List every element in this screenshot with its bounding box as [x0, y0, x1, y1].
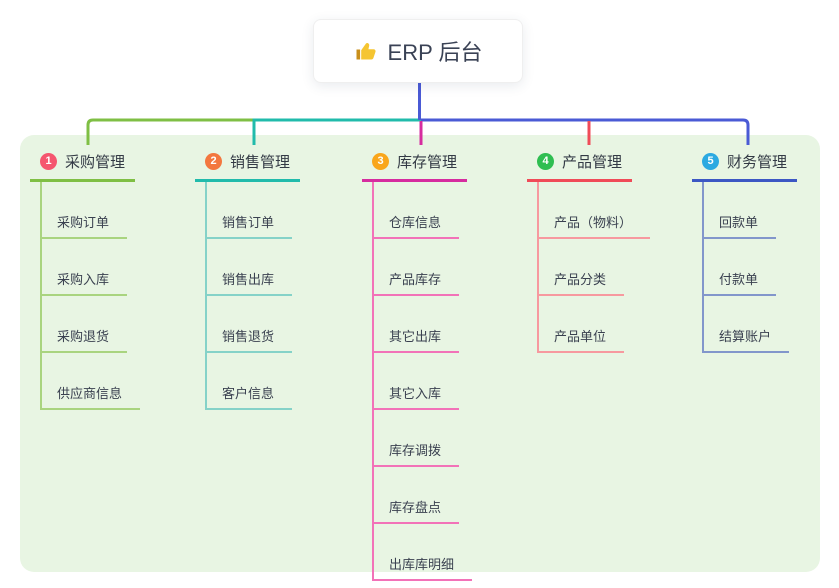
mindmap-background-panel	[20, 135, 820, 572]
branch-children: 产品（物料）产品分类产品单位	[537, 182, 651, 353]
branch-children: 仓库信息产品库存其它出库其它入库库存调拨库存盘点出库库明细	[372, 182, 473, 581]
child-node[interactable]: 供应商信息	[42, 353, 141, 410]
branch-label: 产品管理	[562, 154, 623, 171]
branch-1: 1 采购管理 采购订单采购入库采购退货供应商信息	[30, 145, 141, 410]
branch-number-badge: 2	[205, 153, 222, 170]
branch-children: 销售订单销售出库销售退货客户信息	[205, 182, 300, 410]
branch-header[interactable]: 4 产品管理	[527, 145, 633, 182]
child-node[interactable]: 产品单位	[539, 296, 625, 353]
child-node[interactable]: 销售出库	[207, 239, 293, 296]
child-node[interactable]: 销售订单	[207, 182, 293, 239]
child-node[interactable]: 产品分类	[539, 239, 625, 296]
branch-label: 销售管理	[230, 154, 291, 171]
branch-4: 4 产品管理 产品（物料）产品分类产品单位	[527, 145, 651, 353]
branch-header[interactable]: 2 销售管理	[195, 145, 301, 182]
branch-header[interactable]: 5 财务管理	[692, 145, 798, 182]
branch-number-badge: 4	[537, 153, 554, 170]
child-node[interactable]: 客户信息	[207, 353, 293, 410]
branch-label: 库存管理	[397, 154, 458, 171]
child-node[interactable]: 采购退货	[42, 296, 128, 353]
child-node[interactable]: 产品库存	[374, 239, 460, 296]
branch-header[interactable]: 3 库存管理	[362, 145, 468, 182]
branch-header[interactable]: 1 采购管理	[30, 145, 136, 182]
branch-children: 采购订单采购入库采购退货供应商信息	[40, 182, 141, 410]
child-node[interactable]: 采购入库	[42, 239, 128, 296]
child-node[interactable]: 销售退货	[207, 296, 293, 353]
branch-label: 财务管理	[727, 154, 788, 171]
child-node[interactable]: 付款单	[704, 239, 777, 296]
child-node[interactable]: 采购订单	[42, 182, 128, 239]
branch-2: 2 销售管理 销售订单销售出库销售退货客户信息	[195, 145, 301, 410]
child-node[interactable]: 结算账户	[704, 296, 790, 353]
child-node[interactable]: 其它出库	[374, 296, 460, 353]
branch-number-badge: 1	[40, 153, 57, 170]
branch-number-badge: 3	[372, 153, 389, 170]
child-node[interactable]: 库存调拨	[374, 410, 460, 467]
branch-children: 回款单付款单结算账户	[702, 182, 797, 353]
thumbs-up-icon	[354, 39, 378, 63]
root-node[interactable]: ERP 后台	[313, 19, 523, 83]
root-node-title: ERP 后台	[387, 40, 483, 65]
child-node[interactable]: 其它入库	[374, 353, 460, 410]
child-node[interactable]: 产品（物料）	[539, 182, 651, 239]
child-node[interactable]: 仓库信息	[374, 182, 460, 239]
branch-number-badge: 5	[702, 153, 719, 170]
child-node[interactable]: 库存盘点	[374, 467, 460, 524]
branch-5: 5 财务管理 回款单付款单结算账户	[692, 145, 798, 353]
branch-label: 采购管理	[65, 154, 126, 171]
branch-3: 3 库存管理 仓库信息产品库存其它出库其它入库库存调拨库存盘点出库库明细	[362, 145, 473, 581]
child-node[interactable]: 出库库明细	[374, 524, 473, 581]
child-node[interactable]: 回款单	[704, 182, 777, 239]
